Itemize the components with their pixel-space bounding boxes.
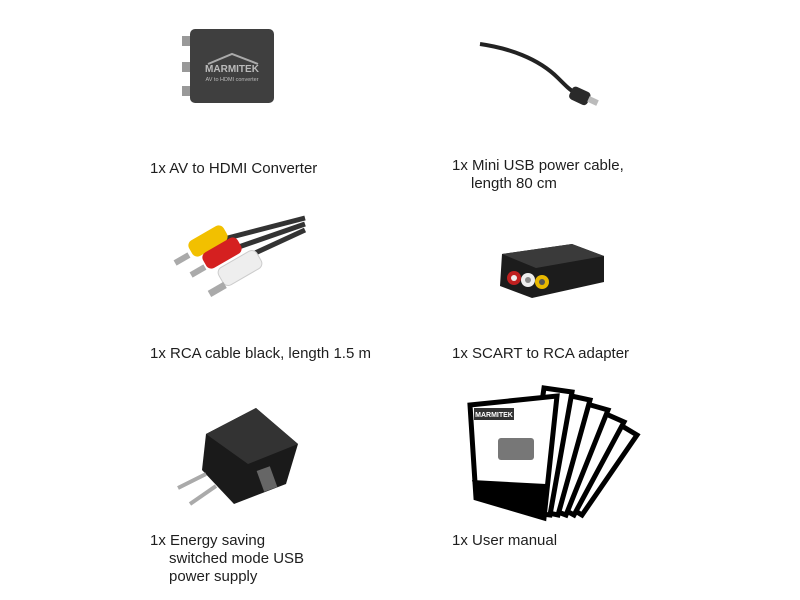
rca-cable-image: [160, 210, 310, 315]
item-mini-usb-cable: 1x Mini USB power cable, length 80 cm: [452, 157, 624, 193]
item-qty: 1x: [150, 345, 166, 362]
svg-text:MARMITEK: MARMITEK: [475, 412, 513, 419]
item-scart-adapter: 1x SCART to RCA adapter: [452, 345, 629, 363]
item-qty: 1x: [452, 345, 468, 362]
item-av-hdmi-converter: 1x AV to HDMI Converter: [150, 160, 317, 178]
item-qty: 1x: [452, 157, 468, 174]
item-qty: 1x: [150, 160, 166, 177]
av-hdmi-converter-image: MARMITEK AV to HDMI converter: [180, 26, 280, 111]
item-qty: 1x: [452, 532, 468, 549]
svg-text:AV to HDMI converter: AV to HDMI converter: [205, 77, 258, 83]
item-name: AV to HDMI Converter: [169, 160, 318, 177]
user-manual-image: MARMITEK: [462, 380, 642, 530]
mini-usb-cable-image: [478, 38, 608, 123]
item-name-line3: power supply: [169, 568, 258, 585]
item-name: Energy saving: [170, 532, 266, 549]
item-name: Mini USB power cable,: [472, 157, 624, 174]
scart-adapter-image: [492, 234, 612, 319]
item-user-manual: 1x User manual: [452, 532, 557, 550]
item-rca-cable: 1x RCA cable black, length 1.5 m: [150, 345, 371, 363]
item-name-line2: length 80 cm: [471, 175, 557, 192]
item-name: RCA cable black, length 1.5 m: [170, 345, 371, 362]
svg-text:MARMITEK: MARMITEK: [205, 64, 260, 75]
item-usb-power-supply: 1x Energy saving switched mode USB power…: [150, 532, 304, 586]
item-name-line2: switched mode USB: [169, 550, 305, 567]
item-name: User manual: [472, 532, 558, 549]
item-name: SCART to RCA adapter: [472, 345, 630, 362]
item-qty: 1x: [150, 532, 166, 549]
usb-power-supply-image: [176, 404, 306, 519]
